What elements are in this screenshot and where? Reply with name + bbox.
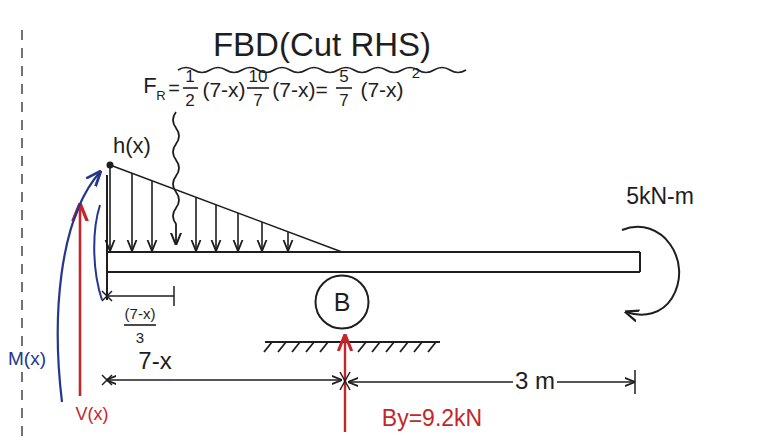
exponent: 2 [410,64,422,81]
fraction-numerator: 10 [247,67,270,86]
support-letter: B [334,290,351,315]
resultant-arrow [173,112,179,244]
fraction-numerator: 1 [183,67,196,86]
roller-support [264,342,440,352]
fraction-denominator: 7 [251,91,264,110]
dimension-denominator: 3 [134,329,146,346]
shear-label: V(x) [74,404,111,424]
equals-sign: = [166,77,182,99]
applied-moment [622,227,679,315]
moment-label: M(x) [6,348,48,369]
dashed-line [21,30,23,441]
subscript: R [154,88,167,103]
distributed-load [110,165,342,252]
load-intensity-label: h(x) [111,134,153,158]
force-symbol: F [141,74,158,98]
fraction-denominator: 7 [337,91,350,110]
support-roller: B [314,274,370,330]
formula-term: (7-x)= [270,78,329,101]
title: FBD(Cut RHS) [211,27,433,62]
dimension-label: 3 m [513,368,557,394]
dimension-numerator: (7-x) [123,305,158,322]
moment-value: 5kN-m [624,184,696,209]
title-underline [178,68,466,73]
moment-arrow [58,172,100,402]
reaction-label: By=9.2kN [380,406,484,431]
cut-section-mark [94,205,102,300]
resultant-dimension [102,286,174,306]
dimension-label: 7-x [136,348,173,374]
formula-term: (7-x) [200,78,247,101]
load-dot [107,162,114,169]
fraction-numerator: 5 [337,67,350,86]
formula-term: (7-x) [358,78,405,101]
fraction-denominator: 2 [183,91,196,110]
shear-arrow [79,205,82,396]
